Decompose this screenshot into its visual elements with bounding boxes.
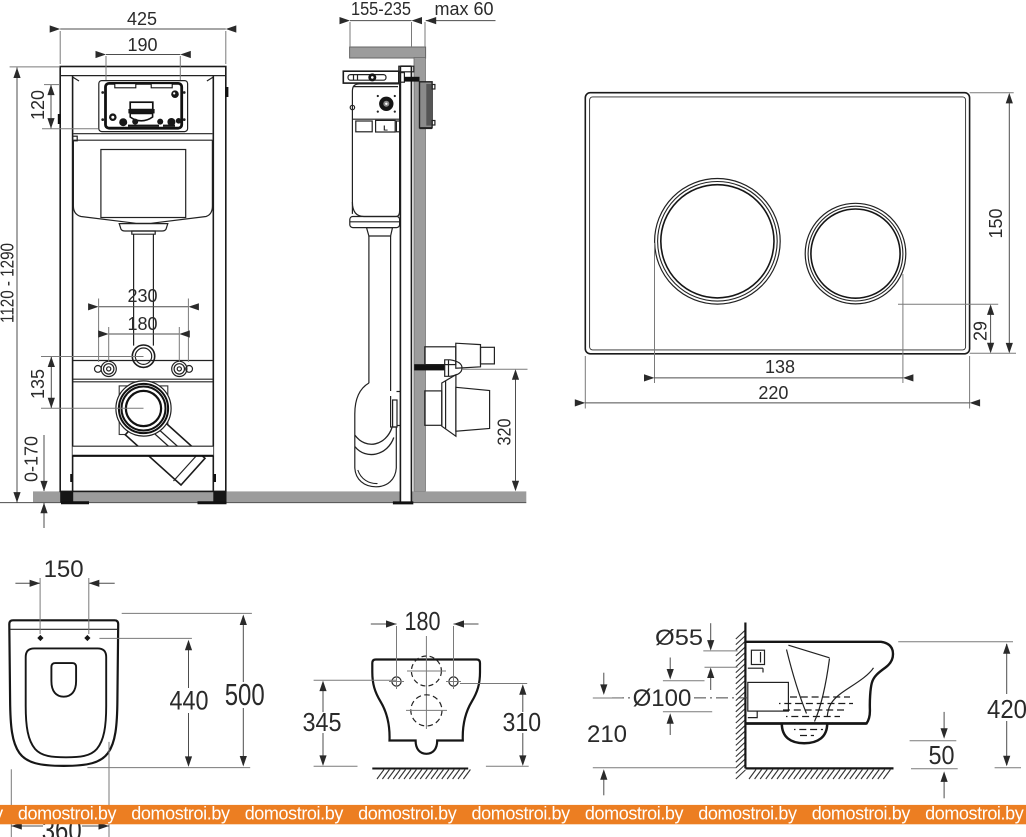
svg-text:domostroi.by: domostroi.by — [698, 803, 797, 823]
svg-text:230: 230 — [127, 286, 157, 306]
svg-text:120: 120 — [28, 90, 48, 120]
svg-text:Ø100: Ø100 — [633, 685, 692, 712]
svg-text:190: 190 — [127, 35, 157, 55]
svg-text:220: 220 — [758, 383, 788, 403]
svg-text:1120 - 1290: 1120 - 1290 — [0, 243, 18, 323]
svg-text:500: 500 — [225, 677, 265, 712]
svg-text:150: 150 — [986, 208, 1006, 238]
svg-text:domostroi.by: domostroi.by — [358, 803, 457, 823]
svg-text:320: 320 — [495, 419, 515, 446]
svg-text:max 60: max 60 — [434, 0, 493, 19]
svg-text:domostroi.by: domostroi.by — [0, 803, 3, 823]
svg-text:420: 420 — [987, 694, 1026, 724]
svg-text:domostroi.by: domostroi.by — [18, 803, 117, 823]
svg-text:138: 138 — [765, 357, 795, 377]
svg-text:425: 425 — [127, 9, 157, 29]
svg-text:50: 50 — [929, 740, 955, 770]
svg-text:210: 210 — [587, 721, 627, 748]
svg-text:domostroi.by: domostroi.by — [472, 803, 571, 823]
svg-text:440: 440 — [170, 686, 209, 716]
svg-text:155-235: 155-235 — [351, 0, 411, 19]
svg-text:150: 150 — [44, 556, 84, 583]
svg-text:domostroi.by: domostroi.by — [925, 803, 1024, 823]
svg-text:Ø55: Ø55 — [655, 625, 703, 650]
svg-text:domostroi.by: domostroi.by — [245, 803, 344, 823]
svg-text:180: 180 — [127, 314, 157, 334]
svg-text:135: 135 — [28, 369, 48, 399]
svg-text:L: L — [383, 123, 388, 132]
svg-text:345: 345 — [303, 707, 342, 737]
svg-text:29: 29 — [971, 321, 991, 341]
svg-text:domostroi.by: domostroi.by — [131, 803, 230, 823]
svg-text:180: 180 — [405, 606, 441, 636]
svg-text:domostroi.by: domostroi.by — [585, 803, 684, 823]
svg-text:0-170: 0-170 — [22, 436, 42, 482]
svg-text:domostroi.by: domostroi.by — [812, 803, 911, 823]
svg-text:310: 310 — [503, 707, 542, 737]
